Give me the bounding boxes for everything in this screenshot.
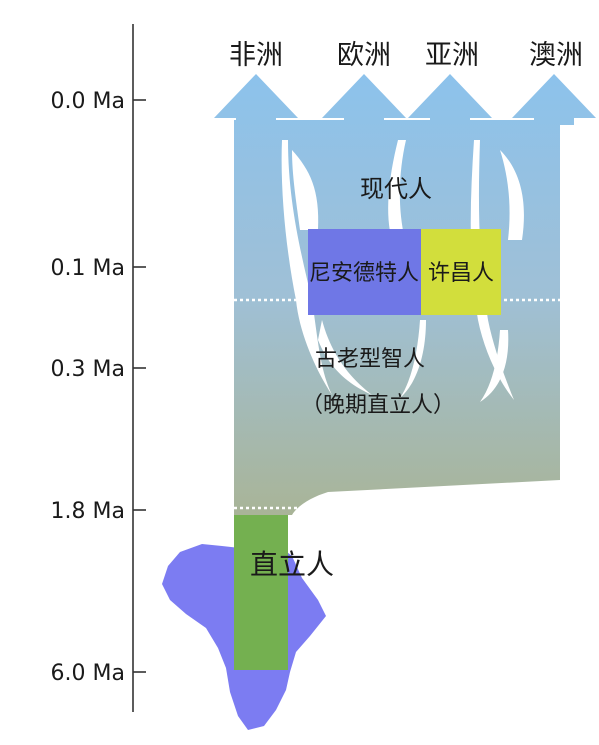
modern-humans-label: 现代人 (360, 175, 432, 203)
region-label-europe: 欧洲 (337, 40, 391, 71)
neanderthal-label: 尼安德特人 (309, 261, 419, 286)
homo-erectus-label: 直立人 (250, 548, 334, 581)
time-label-4: 6.0 Ma (51, 661, 125, 686)
neanderthal-box (308, 229, 421, 315)
xuchang-box (421, 229, 501, 315)
region-label-africa: 非洲 (229, 40, 283, 71)
late-erectus-label: （晚期直立人） (301, 393, 455, 418)
time-ticks (133, 99, 146, 673)
time-label-2: 0.3 Ma (51, 357, 125, 382)
time-label-0: 0.0 Ma (51, 89, 125, 114)
region-label-asia: 亚洲 (425, 40, 479, 71)
erectus-box (234, 515, 288, 670)
time-label-1: 0.1 Ma (51, 256, 125, 281)
xuchang-label: 许昌人 (428, 261, 494, 286)
region-label-oceania: 澳洲 (529, 40, 583, 71)
archaic-sapiens-label: 古老型智人 (315, 347, 425, 372)
time-label-3: 1.8 Ma (51, 499, 125, 524)
